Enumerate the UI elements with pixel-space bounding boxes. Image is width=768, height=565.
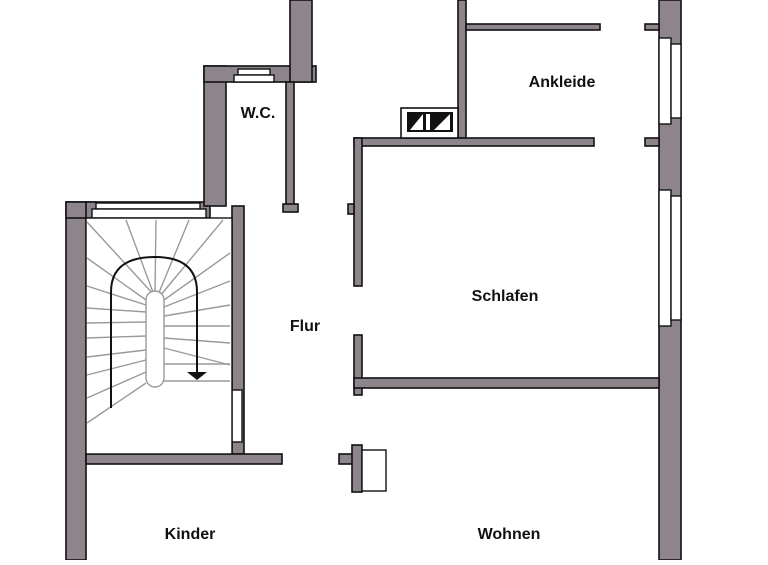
room-label-wc: W.C. bbox=[240, 105, 276, 122]
window-stair-top bbox=[85, 201, 211, 219]
wall-wc bbox=[203, 0, 317, 213]
room-label-ankleide: Ankleide bbox=[528, 74, 596, 91]
room-label-flur: Flur bbox=[289, 318, 321, 335]
wall-wohnen-stub bbox=[338, 444, 387, 493]
wall-schlafen-wohnen bbox=[353, 334, 660, 396]
wall-ankleide bbox=[347, 0, 601, 287]
room-label-wohnen: Wohnen bbox=[477, 526, 541, 543]
room-label-schlafen: Schlafen bbox=[471, 288, 539, 305]
room-label-kinder: Kinder bbox=[164, 526, 216, 543]
chimney-symbol bbox=[400, 107, 459, 139]
wall-stair-kinder bbox=[85, 453, 283, 465]
staircase bbox=[85, 217, 233, 455]
wall-stair-right bbox=[231, 205, 245, 455]
stair-down-arrow-icon bbox=[187, 372, 207, 380]
wall-right-outer bbox=[644, 0, 682, 561]
